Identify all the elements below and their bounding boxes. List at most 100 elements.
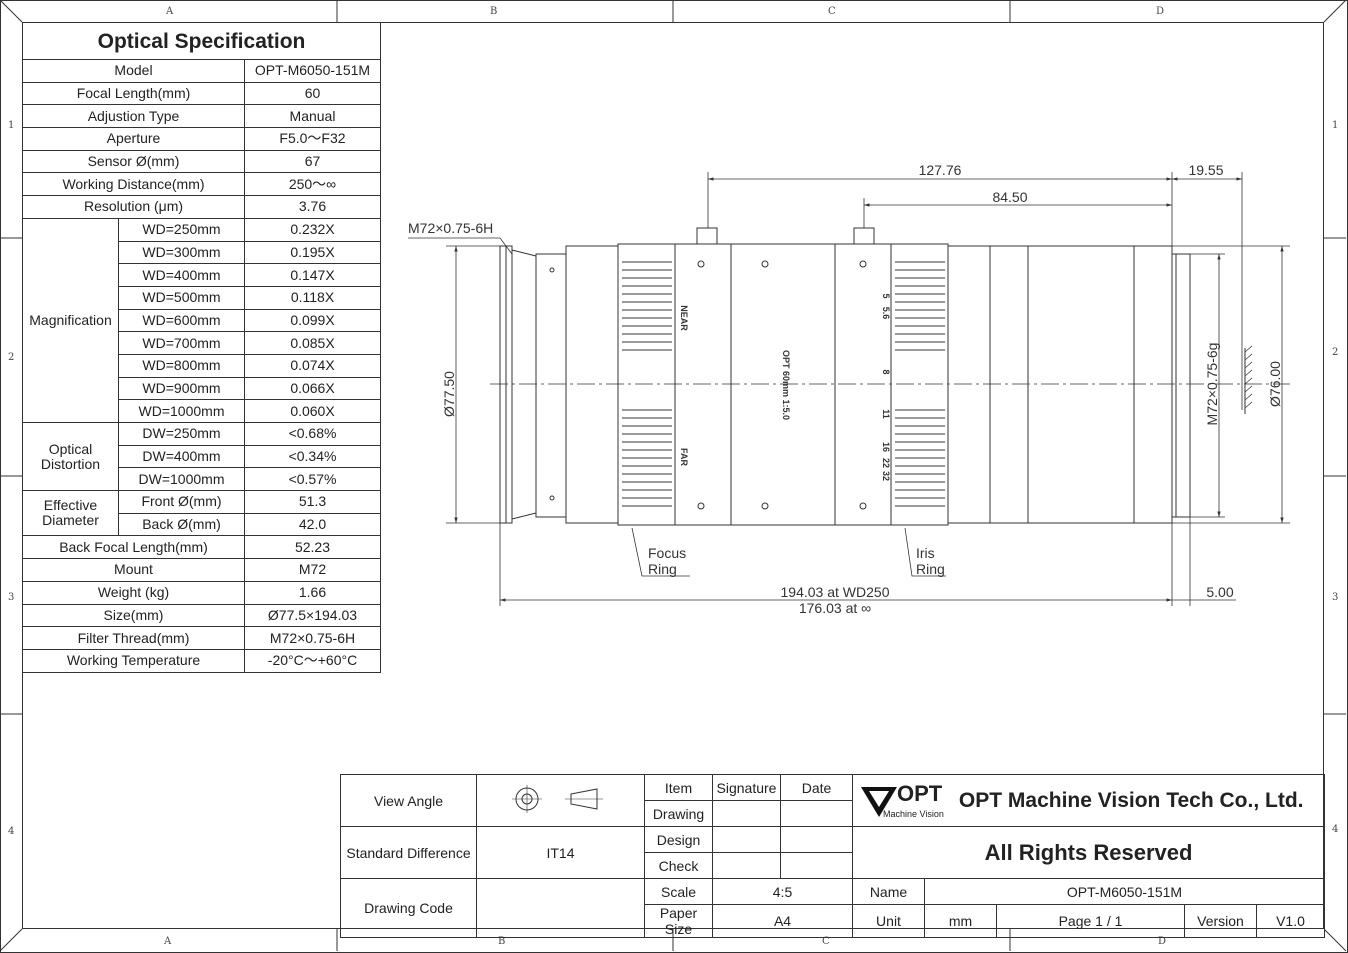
mag-wd: WD=900mm [118, 376, 245, 401]
scale-label: Scale [644, 878, 713, 905]
dim-127: 127.76 [919, 162, 962, 178]
unit-value: mm [924, 904, 997, 938]
focus-ring-knurl [622, 261, 672, 507]
iris-lock-screw [853, 227, 875, 245]
spec-label: Working Distance(mm) [22, 172, 245, 197]
zone-label-b-bottom: B [498, 936, 506, 947]
scale-value: 4:5 [712, 878, 853, 905]
company-cell: OPT Machine Vision OPT Machine Vision Te… [852, 774, 1325, 827]
dim-diameter-76: Ø76.00 [1267, 361, 1283, 407]
logo-mark-icon [861, 786, 897, 817]
dist-dw: DW=400mm [118, 444, 245, 469]
zone-label-1-left: 1 [8, 120, 15, 131]
mag-group-label: Magnification [22, 217, 119, 424]
company-logo: OPT Machine Vision [859, 781, 955, 821]
table-row: Filter Thread(mm)M72×0.75-6H [22, 626, 381, 650]
dim-thread-front: M72×0.75-6H [408, 220, 493, 236]
dist-dw: DW=250mm [118, 422, 245, 446]
std-diff-label: Standard Difference [340, 826, 477, 879]
rights-text: All Rights Reserved [852, 826, 1325, 879]
page-number: Page 1 / 1 [996, 904, 1185, 938]
version-value: V1.0 [1256, 904, 1325, 938]
signature-header: Signature [712, 774, 781, 801]
spec-label: Weight (kg) [22, 580, 245, 605]
rear-mount-thread [1171, 253, 1191, 518]
mag-wd: WD=600mm [118, 308, 245, 333]
mag-wd: WD=1000mm [118, 399, 245, 423]
company-name: OPT Machine Vision Tech Co., Ltd. [958, 788, 1304, 812]
check-date [780, 852, 853, 879]
zone-label-c-bottom: C [822, 936, 830, 947]
spec-value: 52.23 [244, 535, 381, 560]
iris-ring-label-2: Ring [916, 561, 945, 577]
drawing-date [780, 800, 853, 827]
zone-label-3-right: 3 [1332, 592, 1339, 603]
iris-ring-knurl [895, 261, 945, 507]
dim-length-infinity: 176.03 at ∞ [799, 600, 871, 616]
spec-value: 3.76 [244, 195, 381, 219]
spec-label: Focal Length(mm) [22, 81, 245, 106]
mag-value: 0.099X [244, 308, 381, 333]
rear-barrel-1 [947, 245, 991, 524]
check-signature [712, 852, 781, 879]
zone-label-4-left: 4 [8, 826, 15, 837]
spec-value: OPT-M6050-151M [244, 59, 381, 83]
table-row: DW=400mm<0.34% [23, 444, 381, 469]
zone-label-3-left: 3 [8, 592, 15, 603]
effective-label-line1: Effective [43, 497, 98, 514]
iris-mark: 5 [881, 293, 891, 298]
logo-subtext: Machine Vision [883, 808, 944, 819]
far-label: FAR [679, 448, 689, 467]
zone-label-c-top: C [828, 6, 836, 17]
dim-19: 19.55 [1188, 162, 1223, 178]
table-row: Working Temperature-20°C～+60°C [22, 648, 381, 673]
spec-label: Mount [22, 558, 245, 582]
name-label: Name [852, 878, 925, 905]
focus-ring-label-1: Focus [648, 545, 686, 561]
check-row-label: Check [644, 852, 713, 879]
design-signature [712, 826, 781, 853]
rear-barrel-2 [989, 245, 1029, 524]
iris-mark: 32 [881, 471, 891, 481]
rear-barrel-4 [1133, 245, 1173, 524]
distortion-label-line1: Optical [48, 440, 93, 457]
drawing-code-value [476, 878, 645, 938]
zone-label-2-right: 2 [1332, 347, 1339, 358]
near-label: NEAR [679, 305, 689, 331]
spec-label: Filter Thread(mm) [22, 626, 245, 650]
view-angle-label: View Angle [340, 774, 477, 827]
barrel-section [565, 245, 619, 524]
front-barrel [535, 253, 567, 518]
table-row: Resolution (μm)3.76 [22, 195, 381, 219]
mag-wd: WD=300mm [118, 240, 245, 265]
iris-mark: 22 [881, 458, 891, 468]
spec-title: Optical Specification [22, 22, 381, 60]
rear-barrel-3 [1027, 245, 1135, 524]
mag-wd: WD=500mm [118, 285, 245, 310]
dim-length-wd250: 194.03 at WD250 [781, 584, 890, 600]
zone-label-a-bottom: A [164, 936, 172, 947]
table-row: Working Distance(mm)250～∞ [22, 172, 381, 197]
zone-label-1-right: 1 [1332, 120, 1339, 131]
engraving-label: OPT 60mm 1:5.0 [781, 350, 791, 420]
title-block: View Angle Item Signature Date OPT Machi… [340, 774, 1325, 938]
drawing-row-label: Drawing [644, 800, 713, 827]
drawing-signature [712, 800, 781, 827]
logo-text: OPT [897, 780, 943, 806]
iris-mark: 16 [881, 442, 891, 452]
dim-thread-back: M72×0.75-6g [1204, 343, 1220, 426]
table-row: Back Ø(mm)42.0 [23, 512, 381, 537]
